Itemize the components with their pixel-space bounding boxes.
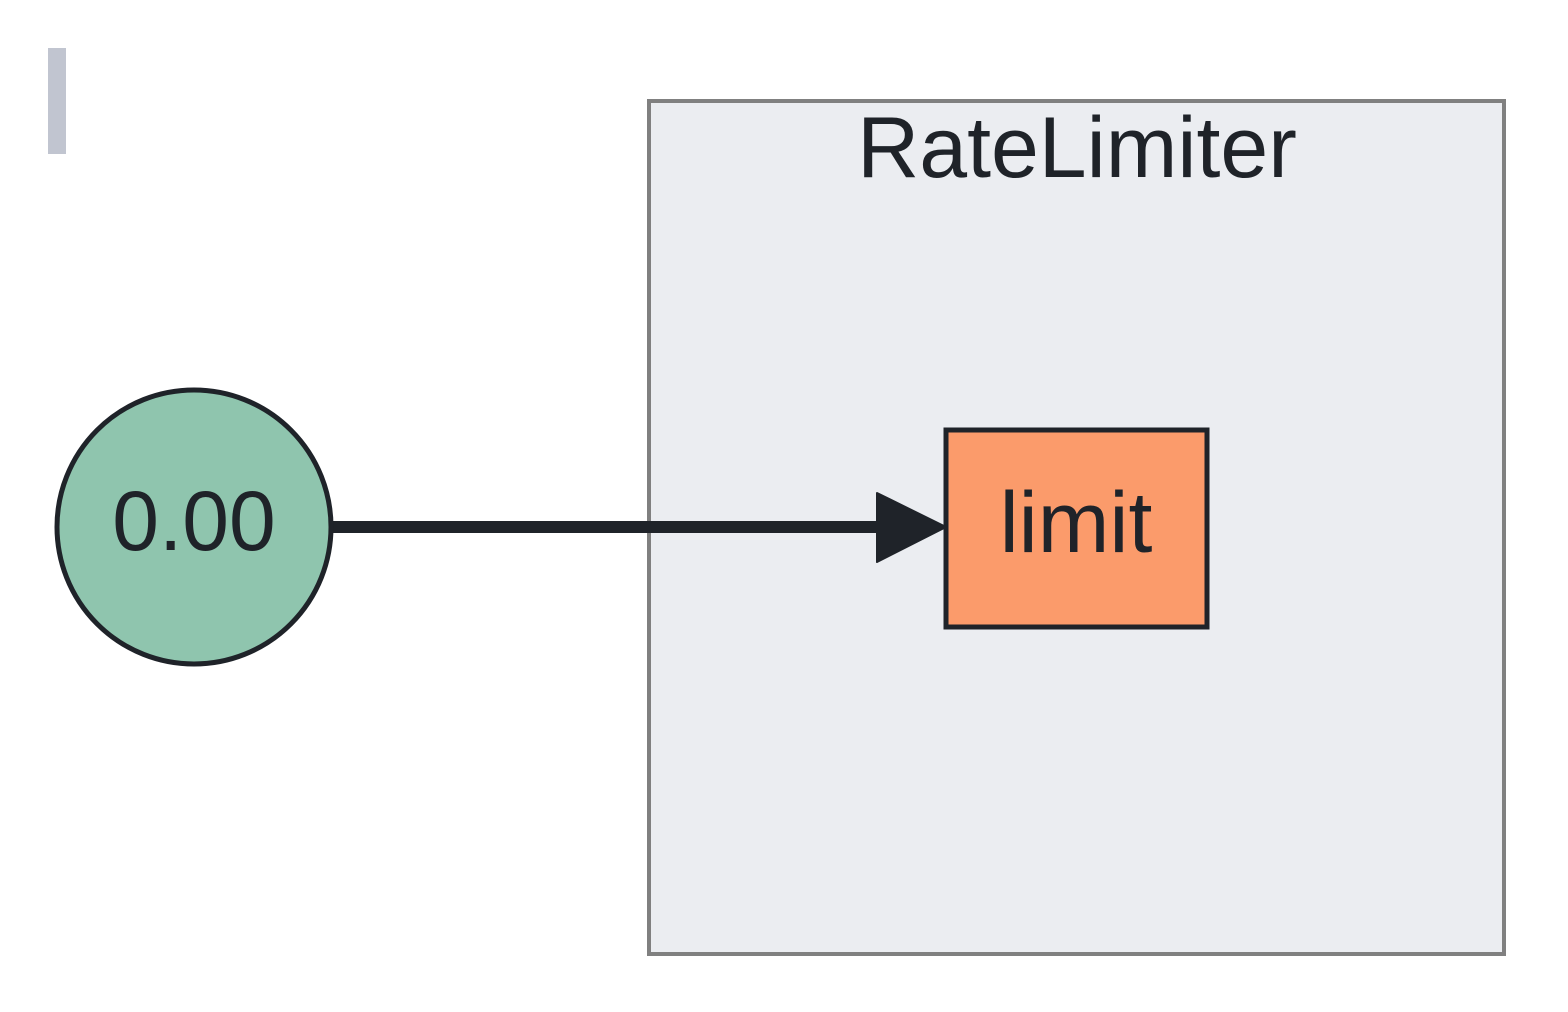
input-node-circle [54, 387, 334, 667]
input-node: 0.00 [54, 387, 334, 667]
function-node-limit: limit [943, 427, 1210, 630]
corner-marker [48, 48, 66, 154]
edge-input-to-limit [331, 492, 947, 563]
arrowhead-icon [876, 492, 947, 563]
function-node-label: limit [1000, 475, 1153, 571]
cluster-label: RateLimiter [857, 100, 1297, 196]
input-node-label: 0.00 [112, 474, 276, 568]
function-node-box [943, 427, 1210, 630]
